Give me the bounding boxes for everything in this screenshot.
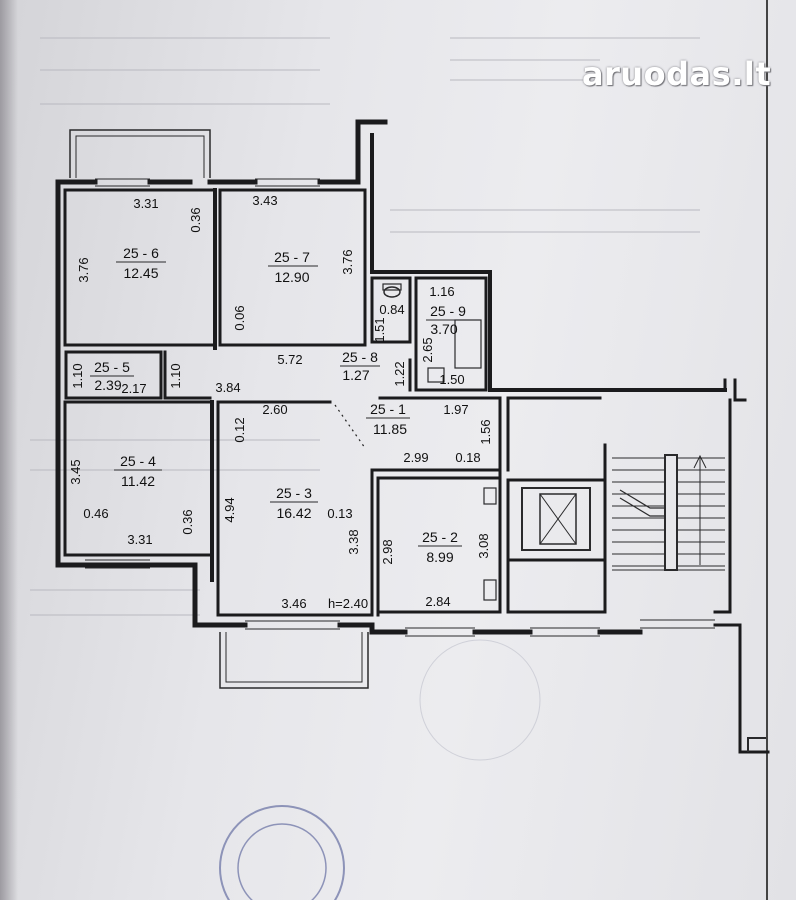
dim-label: 2.17: [121, 381, 146, 396]
dim-label: 3.84: [215, 380, 240, 395]
dim-label: 1.56: [478, 419, 493, 444]
dim-label: 3.31: [133, 196, 158, 211]
room-25-7-area: 12.90: [274, 269, 309, 285]
room-25-1-area: 11.85: [373, 421, 407, 437]
room-25-5-id: 25 - 5: [94, 359, 130, 375]
dim-label: 1.50: [439, 372, 464, 387]
dim-label: 1.22: [392, 361, 407, 386]
stairwell: [521, 454, 725, 571]
top-balcony: [69, 129, 211, 178]
dim-label: 2.60: [262, 402, 287, 417]
dim-label: 0.12: [232, 417, 247, 442]
dim-label: 3.46: [281, 596, 306, 611]
aruodas-watermark: aruodas.lt: [582, 52, 771, 96]
room-25-4-area: 11.42: [121, 473, 155, 489]
room-25-8-id: 25 - 8: [342, 349, 378, 365]
room-25-5-area: 2.39: [94, 377, 121, 393]
dim-label: 0.36: [188, 207, 203, 232]
interior-walls: [63, 188, 607, 617]
dim-label: 0.36: [180, 509, 195, 534]
room-25-8-area: 1.27: [342, 367, 369, 383]
room-25-4-id: 25 - 4: [120, 453, 156, 469]
dim-label: 3.45: [68, 459, 83, 484]
room-25-9-id: 25 - 9: [430, 303, 466, 319]
dim-label: 0.06: [232, 305, 247, 330]
dim-label: 2.65: [420, 337, 435, 362]
dim-label: 0.46: [83, 506, 108, 521]
dim-label: 1.51: [372, 317, 387, 342]
page-shadow: [0, 0, 18, 900]
dim-label: 2.99: [403, 450, 428, 465]
dim-label: 3.43: [252, 193, 277, 208]
dim-label: 2.84: [425, 594, 450, 609]
bottom-balcony: [219, 632, 369, 689]
stamp: [219, 639, 541, 900]
room-25-2-id: 25 - 2: [422, 529, 458, 545]
dim-label: 2.98: [380, 539, 395, 564]
room-25-1-id: 25 - 1: [370, 401, 406, 417]
dim-label: 3.76: [340, 249, 355, 274]
room-25-6-id: 25 - 6: [123, 245, 159, 261]
dim-label: 0.84: [379, 302, 404, 317]
room-labels: 25 - 6 12.45 25 - 7 12.90 25 - 5 2.39 25…: [90, 245, 468, 565]
page-margin-line: [766, 0, 768, 900]
outer-walls: [55, 119, 770, 754]
dim-label: 3.31: [127, 532, 152, 547]
door-path: [334, 404, 366, 449]
room-25-9-area: 3.70: [430, 321, 457, 337]
room-25-2-area: 8.99: [426, 549, 453, 565]
faded-header-lines: [30, 37, 700, 616]
height-note: h=2.40: [328, 596, 368, 611]
room-25-6-area: 12.45: [123, 265, 158, 281]
dim-label: 0.13: [327, 506, 352, 521]
dim-label: 1.10: [168, 363, 183, 388]
dim-label: 1.10: [70, 363, 85, 388]
dim-label: 1.16: [429, 284, 454, 299]
dim-label: 1.97: [443, 402, 468, 417]
dimension-labels: 3.31 0.36 3.76 3.43 3.76 0.06 0.84 1.51 …: [68, 193, 493, 611]
watermark-text: aruodas.lt: [582, 55, 772, 93]
dim-label: 3.38: [346, 529, 361, 554]
windows: [85, 178, 715, 637]
room-25-7-id: 25 - 7: [274, 249, 310, 265]
dim-label: 3.76: [76, 257, 91, 282]
dim-label: 3.08: [476, 533, 491, 558]
room-25-3-area: 16.42: [276, 505, 311, 521]
dim-label: 0.18: [455, 450, 480, 465]
room-25-3-id: 25 - 3: [276, 485, 312, 501]
dim-label: 4.94: [222, 497, 237, 522]
dim-label: 5.72: [277, 352, 302, 367]
